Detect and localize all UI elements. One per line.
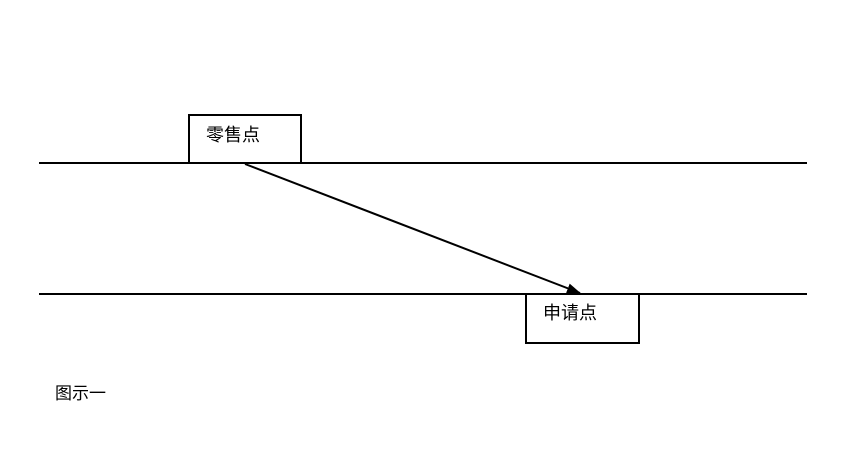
application-point-label: 申请点 <box>543 303 597 324</box>
connector-arrow <box>244 163 581 294</box>
retail-point-box: 零售点 <box>188 114 302 164</box>
retail-point-label: 零售点 <box>206 125 260 146</box>
application-point-box: 申请点 <box>525 293 640 344</box>
figure-caption: 图示一 <box>55 384 106 404</box>
